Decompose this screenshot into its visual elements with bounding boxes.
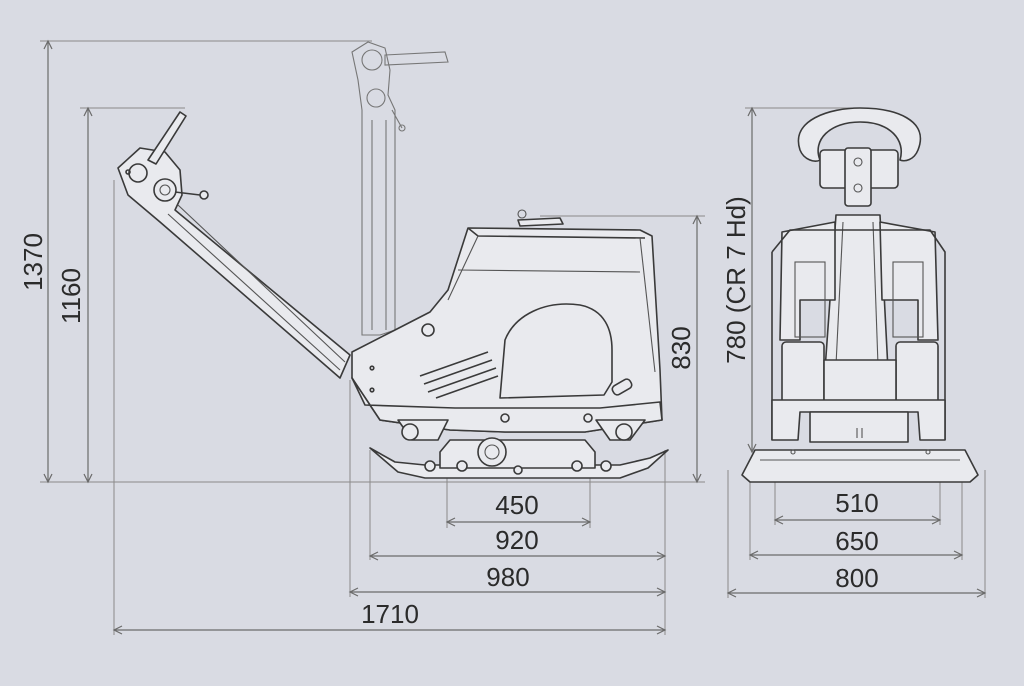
side-dimension-lines [40, 39, 705, 635]
dim-width-1710: 1710 [361, 599, 419, 629]
dim-front-650: 650 [835, 526, 878, 556]
dim-width-920: 920 [495, 525, 538, 555]
dim-height-handle: 1160 [56, 268, 86, 324]
dimension-labels: 1370 1160 830 780 (CR 7 Hd) 450 920 980 … [18, 196, 879, 629]
dim-width-450: 450 [495, 490, 538, 520]
dim-height-body: 830 [666, 326, 696, 369]
side-view-machine [117, 41, 669, 479]
upright-handle-ghost [351, 41, 449, 336]
engine-housing [351, 209, 663, 433]
dim-height-total: 1370 [18, 233, 48, 291]
dim-width-980: 980 [486, 562, 529, 592]
front-dimension-lines [726, 106, 987, 598]
dim-height-front: 780 (CR 7 Hd) [721, 196, 751, 364]
base-plate [369, 419, 669, 479]
front-view-machine [741, 107, 979, 483]
inclined-handle [117, 111, 351, 379]
dim-front-800: 800 [835, 563, 878, 593]
dim-front-510: 510 [835, 488, 878, 518]
